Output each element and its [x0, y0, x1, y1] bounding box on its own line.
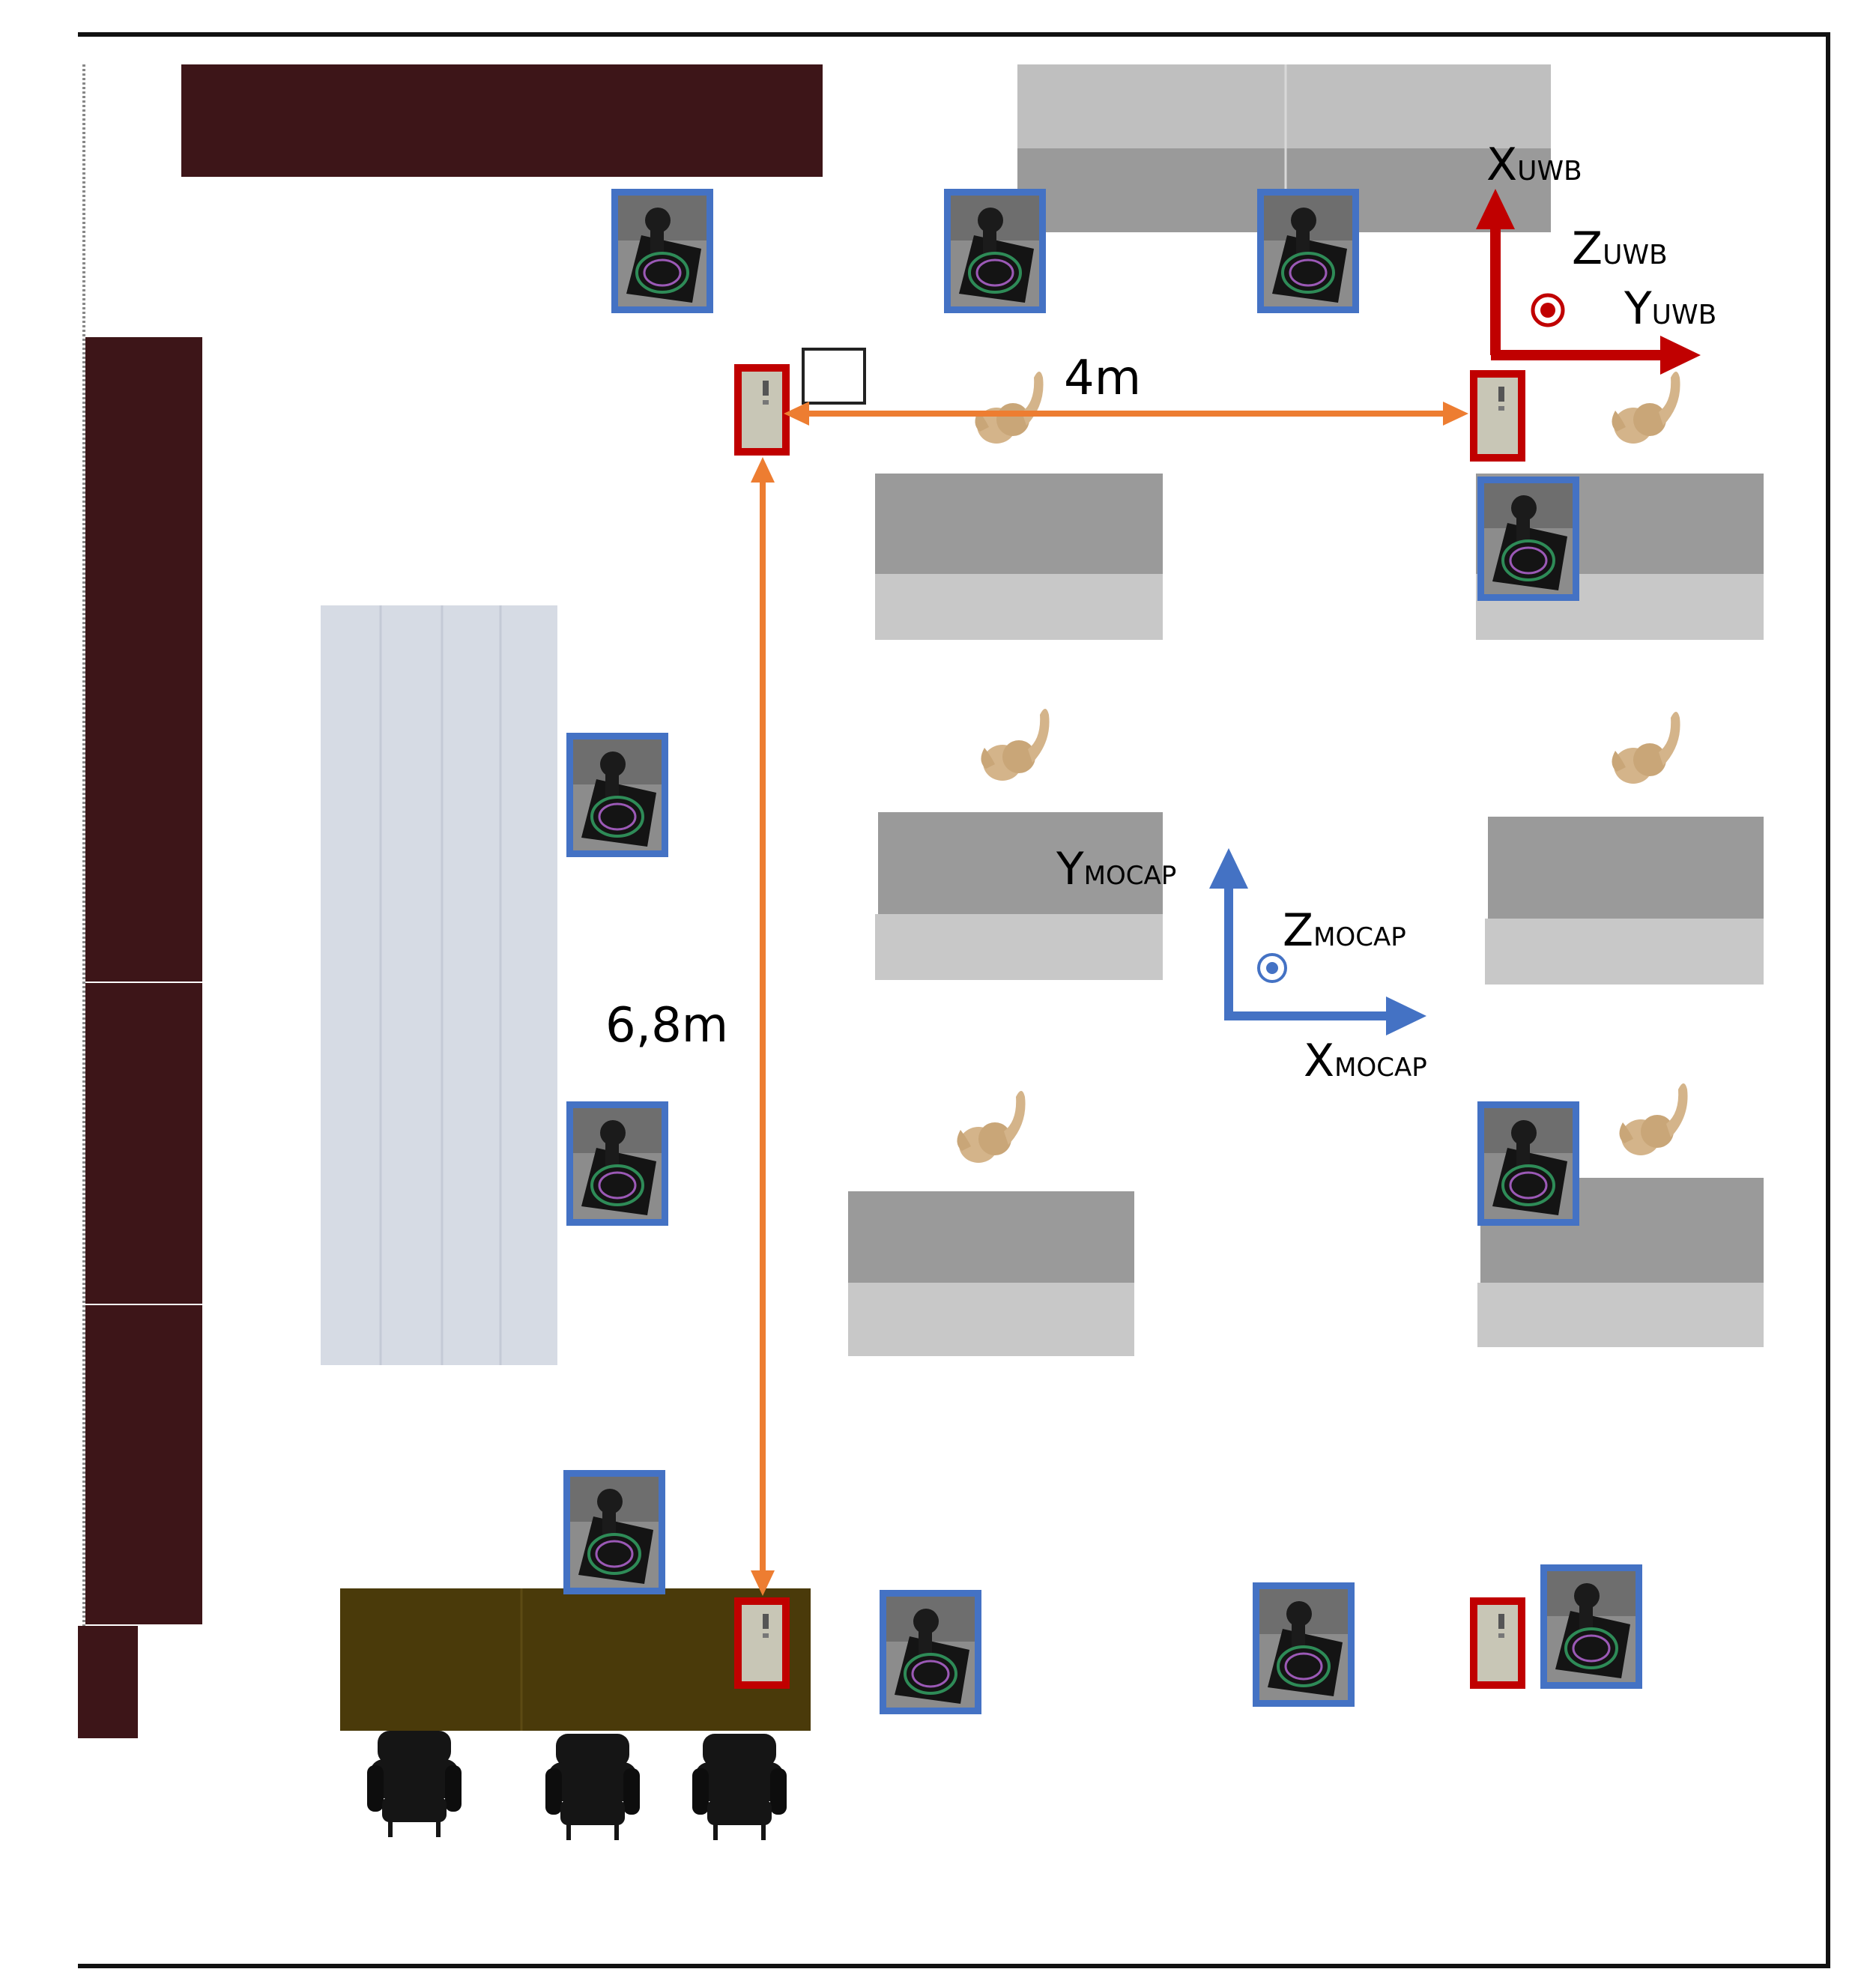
uwb-axes [1476, 189, 1701, 375]
front-desk [340, 1588, 811, 1731]
mocap-camera-8 [562, 1469, 667, 1596]
chair-2 [545, 1734, 640, 1840]
mocap-camera-10 [1251, 1581, 1356, 1708]
desk-row2-right [1485, 817, 1764, 985]
person-6 [1619, 1083, 1688, 1155]
left-wall-panel-4 [78, 1626, 138, 1738]
left-wall-panel-3 [85, 1305, 202, 1624]
dimension-arrow-horizontal [784, 402, 1468, 426]
desk-row2-left [875, 812, 1163, 980]
room-border [78, 32, 1830, 1968]
uwb-anchor-1 [734, 364, 790, 456]
uwb-z-label: ZUWB [1572, 223, 1668, 275]
person-2 [1612, 372, 1680, 444]
top-cabinet-top [1017, 64, 1551, 148]
mocap-camera-1 [610, 187, 715, 315]
dimension-arrow-vertical [751, 457, 775, 1596]
uwb-anchor-3 [734, 1597, 790, 1689]
mocap-camera-6 [565, 1100, 670, 1227]
dist-horizontal-label: 4m [1064, 351, 1141, 406]
chair-3 [692, 1734, 787, 1840]
mocap-camera-7 [1476, 1100, 1581, 1227]
chair-1 [367, 1731, 462, 1837]
person-4 [1612, 712, 1680, 784]
dist-vertical-label: 6,8m [605, 998, 728, 1053]
desk-row3-left [848, 1191, 1134, 1356]
top-wall-panel [181, 64, 823, 177]
left-wall-panel-2 [85, 983, 202, 1304]
person-3 [981, 709, 1050, 781]
uwb-anchor-4 [1470, 1597, 1525, 1689]
mocap-camera-2 [942, 187, 1047, 315]
uwb-x-label: XUWB [1486, 139, 1582, 191]
mocap-z-label: ZMOCAP [1283, 904, 1406, 957]
mocap-y-label: YMOCAP [1056, 843, 1176, 895]
floor-mat-grid [379, 605, 502, 1365]
mocap-camera-11 [1539, 1563, 1644, 1690]
mocap-camera-4 [1476, 475, 1581, 602]
desk-row1-left [875, 474, 1163, 640]
mocap-camera-5 [565, 731, 670, 859]
mocap-camera-9 [878, 1588, 983, 1716]
uwb-anchor-2 [1470, 370, 1525, 462]
floor-mat [321, 605, 557, 1365]
mocap-camera-3 [1256, 187, 1361, 315]
mocap-axes [1209, 848, 1426, 1035]
person-1 [975, 372, 1044, 444]
uwb-y-label: YUWB [1624, 282, 1716, 335]
person-5 [957, 1091, 1026, 1163]
small-square-marker [802, 348, 866, 405]
mocap-x-label: XMOCAP [1304, 1035, 1427, 1087]
left-wall-panel-1 [85, 337, 202, 982]
